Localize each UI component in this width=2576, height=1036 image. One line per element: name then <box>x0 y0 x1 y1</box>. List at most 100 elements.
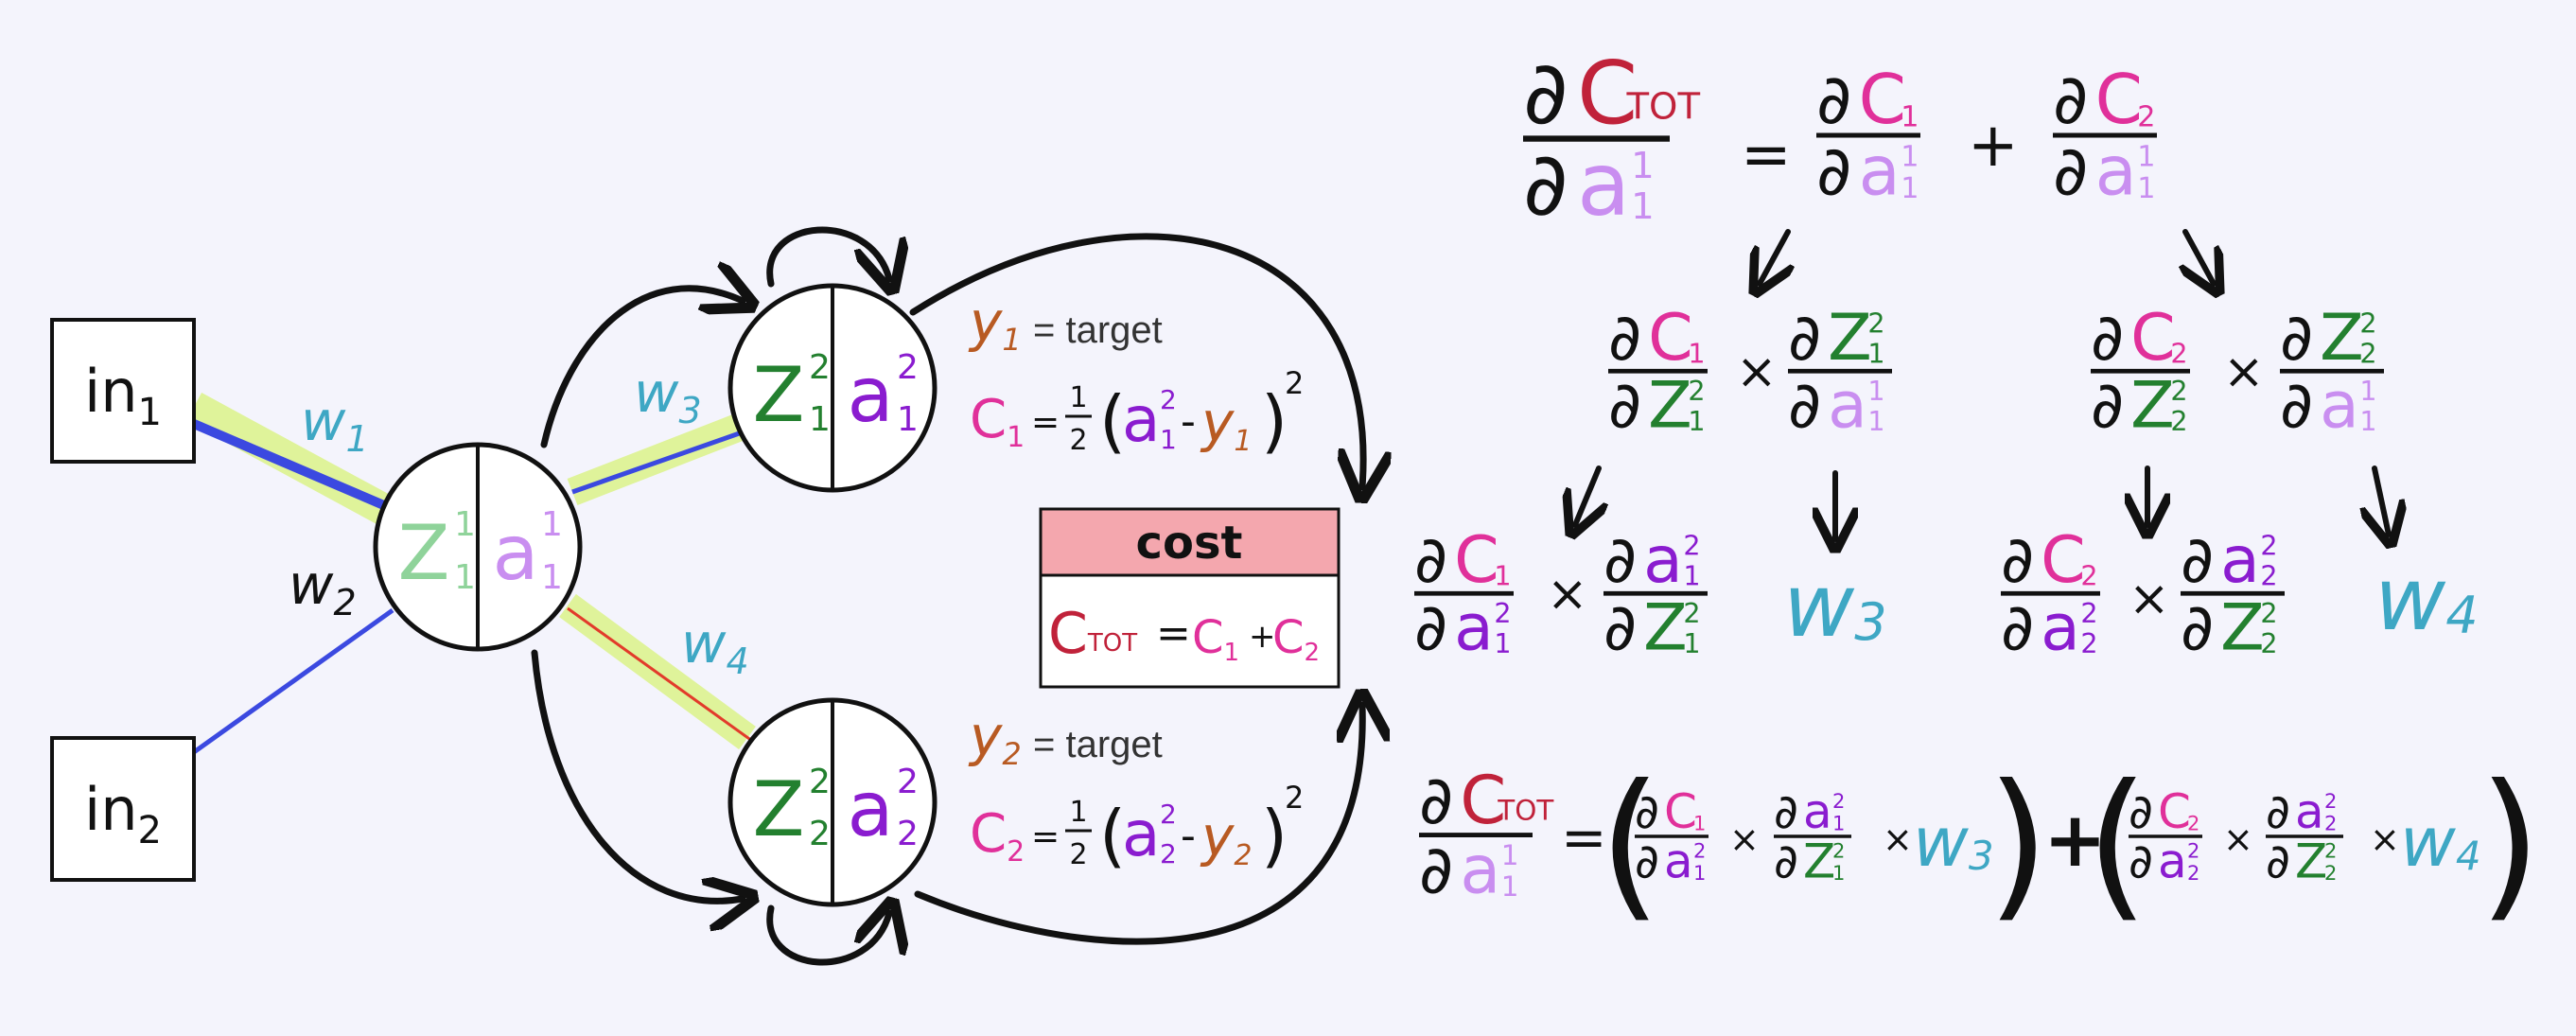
svg-text:1: 1 <box>1501 839 1519 871</box>
svg-text:=: = <box>1031 817 1060 856</box>
svg-text:=: = <box>1031 403 1060 442</box>
svg-text:C: C <box>1577 43 1638 144</box>
svg-text:y1: y1 <box>968 290 1022 358</box>
svg-text:a: a <box>1859 132 1901 211</box>
arrow-hidden-to-out1 <box>540 289 743 448</box>
svg-text:∂: ∂ <box>2129 784 2153 839</box>
svg-text:2: 2 <box>2359 307 2376 339</box>
svg-text:1: 1 <box>1867 405 1884 437</box>
w3-result: w3 <box>1783 555 1887 657</box>
svg-text:C: C <box>2041 523 2085 598</box>
w3-final: w3 <box>1913 802 1994 882</box>
svg-text:2: 2 <box>1285 780 1304 816</box>
times-f2: × <box>1883 818 1913 860</box>
svg-text:1: 1 <box>541 505 563 544</box>
svg-text:a: a <box>2320 368 2359 443</box>
rparen-1: ) <box>1987 750 2049 938</box>
svg-text:C: C <box>1648 301 1692 376</box>
svg-text:2: 2 <box>2260 627 2277 659</box>
svg-text:1: 1 <box>2137 172 2155 205</box>
svg-text:2: 2 <box>2260 559 2277 591</box>
svg-text:): ) <box>1261 796 1288 875</box>
eq-final: = <box>1561 805 1607 869</box>
times-f3: × <box>2223 818 2253 860</box>
svg-text:Z: Z <box>2130 368 2175 443</box>
svg-text:y2: y2 <box>968 704 1022 772</box>
svg-text:1: 1 <box>1867 375 1884 407</box>
svg-text:∂: ∂ <box>1523 134 1568 236</box>
svg-text:∂: ∂ <box>2001 590 2034 665</box>
svg-text:1: 1 <box>1688 337 1705 369</box>
target-formula-2: y2 = target C2 = 1 2 ( a 2 2 - y2 ) 2 <box>968 704 1304 875</box>
svg-text:1: 1 <box>1069 796 1087 829</box>
svg-text:1: 1 <box>1901 101 1919 134</box>
svg-text:1: 1 <box>1693 813 1706 835</box>
times-l3-a: × <box>1547 566 1588 623</box>
svg-text:2: 2 <box>2080 559 2097 591</box>
svg-text:∂: ∂ <box>1635 834 1659 889</box>
svg-text:in2: in2 <box>84 775 162 852</box>
svg-text:∂: ∂ <box>2181 523 2214 598</box>
svg-text:∂: ∂ <box>1414 523 1447 598</box>
svg-text:): ) <box>1261 381 1288 461</box>
svg-text:2: 2 <box>1494 597 1511 629</box>
svg-text:2: 2 <box>809 815 831 853</box>
cost-title: cost <box>1136 517 1243 570</box>
svg-text:2: 2 <box>1867 307 1884 339</box>
svg-text:CTOT: CTOT <box>1048 601 1137 667</box>
svg-text:2: 2 <box>897 763 919 801</box>
svg-text:=: = <box>1156 609 1191 658</box>
plus-final: + <box>2043 796 2107 884</box>
w4-label: w4 <box>681 611 749 682</box>
svg-text:C: C <box>2095 60 2143 139</box>
svg-text:2: 2 <box>809 348 831 387</box>
svg-text:∂: ∂ <box>1774 784 1798 839</box>
svg-text:2: 2 <box>1683 529 1700 561</box>
svg-text:1: 1 <box>1069 381 1087 414</box>
arrow-self-loop-top <box>766 226 889 284</box>
svg-text:2: 2 <box>2324 813 2337 835</box>
svg-text:Z: Z <box>1803 834 1835 889</box>
svg-text:2: 2 <box>2187 862 2199 885</box>
lparen-1: ( <box>1599 750 1661 938</box>
svg-text:∂: ∂ <box>1635 784 1659 839</box>
svg-text:2: 2 <box>1160 384 1177 415</box>
svg-text:C: C <box>1454 523 1498 598</box>
svg-text:a: a <box>847 351 893 439</box>
arrow-self-loop-bottom <box>766 908 889 966</box>
svg-text:a: a <box>2041 590 2080 665</box>
svg-text:C: C <box>2130 301 2175 376</box>
svg-text:1: 1 <box>2359 405 2376 437</box>
svg-text:1: 1 <box>1160 424 1177 455</box>
svg-text:Z: Z <box>753 351 805 439</box>
svg-text:∂: ∂ <box>1523 43 1568 144</box>
svg-text:2: 2 <box>2260 597 2277 629</box>
svg-text:∂: ∂ <box>1774 834 1798 889</box>
svg-text:a: a <box>1577 134 1630 236</box>
svg-text:TOT: TOT <box>1625 85 1700 128</box>
flow-arrows <box>531 226 1363 966</box>
svg-text:1: 1 <box>1901 140 1919 173</box>
svg-text:2: 2 <box>2359 337 2376 369</box>
svg-text:2: 2 <box>2170 375 2187 407</box>
svg-text:Z: Z <box>1828 301 1872 376</box>
svg-text:∂: ∂ <box>1603 523 1637 598</box>
svg-text:a: a <box>1643 523 1683 598</box>
svg-text:1: 1 <box>1832 862 1845 885</box>
svg-text:∂: ∂ <box>1608 301 1641 376</box>
svg-text:a: a <box>2220 523 2260 598</box>
svg-text:∂: ∂ <box>1419 762 1453 839</box>
svg-text:∂: ∂ <box>1608 368 1641 443</box>
svg-text:C: C <box>1460 762 1506 839</box>
svg-text:∂: ∂ <box>1788 368 1821 443</box>
svg-text:2: 2 <box>1688 375 1705 407</box>
svg-text:∂: ∂ <box>1414 590 1447 665</box>
svg-text:a: a <box>2158 834 2187 889</box>
svg-text:2: 2 <box>1832 790 1845 813</box>
times-l3-b: × <box>2129 571 2170 627</box>
svg-text:1: 1 <box>1832 813 1845 835</box>
svg-text:2: 2 <box>2324 790 2337 813</box>
svg-text:2: 2 <box>1832 840 1845 863</box>
w3-label: w3 <box>634 360 702 431</box>
arrow-out1-to-cost <box>909 233 1363 487</box>
